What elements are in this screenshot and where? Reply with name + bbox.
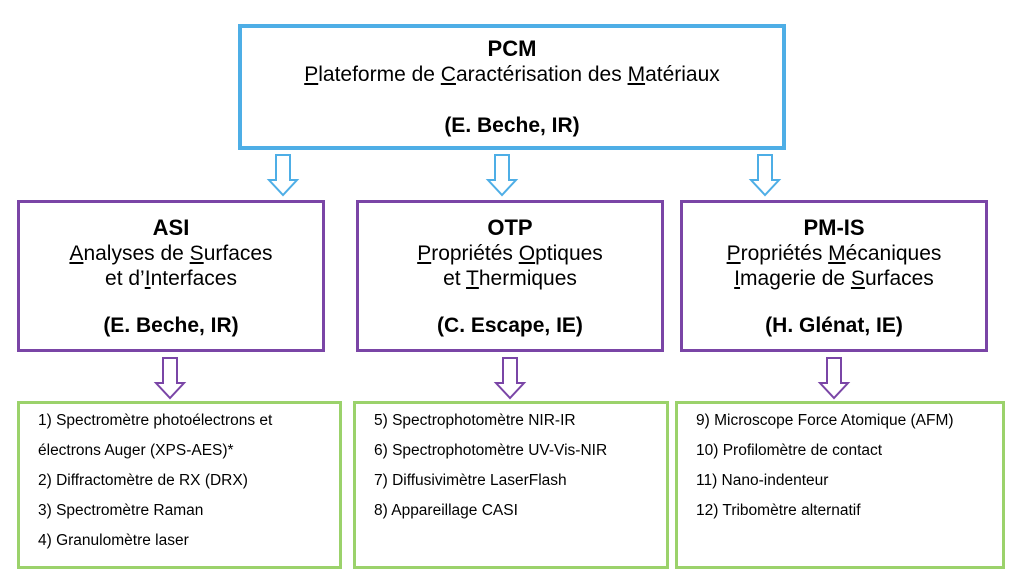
equipment-item: 1) Spectromètre photoélectrons et [38, 412, 273, 429]
unit-box-asi: ASI Analyses de Surfaces et d’Interfaces… [17, 200, 325, 352]
unit-title-part: P [417, 242, 432, 265]
down-arrow-icon [493, 357, 527, 400]
pcm-responsible: (E. Beche, IR) [444, 114, 580, 137]
equipment-item: 6) Spectrophotomètre UV-Vis-NIR [374, 442, 608, 459]
unit-responsible: (C. Escape, IE) [437, 314, 583, 337]
equipment-item: 9) Microscope Force Atomique (AFM) [696, 412, 954, 429]
unit-title-line: et d’Interfaces [20, 266, 322, 291]
unit-title-part: nalyses de [83, 242, 190, 265]
unit-code: PM-IS [803, 215, 865, 240]
pcm-title: Plateforme de Caractérisation des Matéri… [242, 62, 782, 87]
unit-title-part: urfaces [203, 242, 273, 265]
unit-title-part: O [518, 242, 536, 265]
pcm-title-part: lateforme de [318, 63, 441, 86]
unit-title-part: urfaces [864, 267, 934, 290]
down-arrow-icon [817, 357, 851, 400]
pcm-title-part: M [627, 63, 646, 86]
unit-title-part: hermiques [478, 267, 577, 290]
unit-title-part: I [144, 267, 151, 290]
pcm-title-part: P [304, 63, 319, 86]
unit-title-part: et d’ [105, 267, 145, 290]
down-arrow-icon [748, 154, 782, 197]
equipment-item: 10) Profilomètre de contact [696, 442, 883, 459]
equipment-item: 8) Appareillage CASI [374, 502, 518, 519]
unit-box-otp: OTP Propriétés Optiques et Thermiques (C… [356, 200, 664, 352]
unit-code: OTP [487, 215, 533, 240]
unit-title-part: S [189, 242, 204, 265]
unit-title-part: M [828, 242, 846, 265]
unit-title-part: et [443, 267, 467, 290]
unit-title-line: Imagerie de Surfaces [683, 266, 985, 291]
unit-title-line: et Thermiques [359, 266, 661, 291]
down-arrow-icon [266, 154, 300, 197]
unit-title-part: écaniques [845, 242, 942, 265]
unit-responsible: (H. Glénat, IE) [765, 314, 903, 337]
unit-title-part: I [734, 267, 741, 290]
equipment-item: 3) Spectromètre Raman [38, 502, 204, 519]
pcm-title-part: aractérisation des [455, 63, 628, 86]
unit-title-part: magerie de [740, 267, 851, 290]
unit-code: ASI [152, 215, 190, 240]
unit-title-part: ptiques [535, 242, 603, 265]
equipment-list-pm-is: 9) Microscope Force Atomique (AFM) 10) P… [675, 401, 1005, 569]
pcm-box: PCM Plateforme de Caractérisation des Ma… [238, 24, 786, 150]
equipment-item: 11) Nano-indenteur [696, 472, 829, 489]
unit-title-part: nterfaces [150, 267, 237, 290]
unit-title-line: Propriétés Optiques [359, 241, 661, 266]
pcm-code: PCM [487, 36, 537, 61]
unit-title-line: Propriétés Mécaniques [683, 241, 985, 266]
equipment-item: 2) Diffractomètre de RX (DRX) [38, 472, 248, 489]
unit-title-part: A [69, 242, 84, 265]
equipment-list-asi: 1) Spectromètre photoélectrons et électr… [17, 401, 342, 569]
unit-title-part: ropriétés [740, 242, 829, 265]
unit-title-part: P [726, 242, 741, 265]
down-arrow-icon [153, 357, 187, 400]
equipment-item: 4) Granulomètre laser [38, 532, 189, 549]
unit-box-pm-is: PM-IS Propriétés Mécaniques Imagerie de … [680, 200, 988, 352]
equipment-item: électrons Auger (XPS-AES)* [38, 442, 234, 459]
pcm-title-part: C [440, 63, 456, 86]
equipment-list-otp: 5) Spectrophotomètre NIR-IR 6) Spectroph… [353, 401, 669, 569]
unit-title-part: S [850, 267, 865, 290]
unit-title-part: ropriétés [431, 242, 519, 265]
unit-responsible: (E. Beche, IR) [103, 314, 239, 337]
equipment-item: 7) Diffusivimètre LaserFlash [374, 472, 567, 489]
down-arrow-icon [485, 154, 519, 197]
pcm-title-part: atériaux [645, 63, 720, 86]
unit-title-part: T [466, 267, 479, 290]
equipment-item: 12) Tribomètre alternatif [696, 502, 861, 519]
equipment-item: 5) Spectrophotomètre NIR-IR [374, 412, 576, 429]
unit-title-line: Analyses de Surfaces [20, 241, 322, 266]
